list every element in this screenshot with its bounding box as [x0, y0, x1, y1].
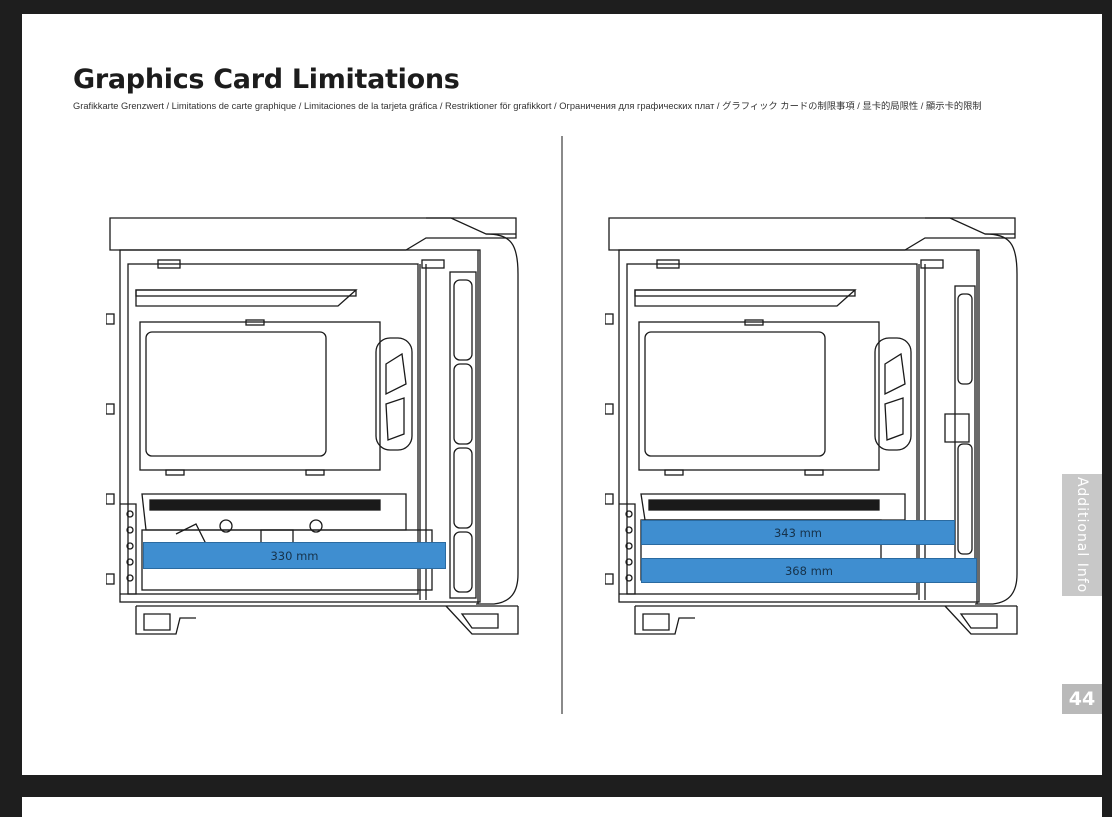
- center-divider: [561, 136, 563, 714]
- case-diagram-right: 343 mm 368 mm: [605, 214, 1019, 640]
- measurement-band-368: 368 mm: [641, 558, 977, 583]
- case-diagram-left: 330 mm: [106, 214, 520, 640]
- measurement-band-330: 330 mm: [143, 542, 446, 569]
- next-page-edge: [22, 797, 1102, 817]
- page-number: 44: [1062, 684, 1102, 714]
- side-tab-label: Additional Info: [1074, 476, 1090, 594]
- page-title: Graphics Card Limitations: [73, 64, 460, 95]
- section-side-tab: Additional Info: [1062, 474, 1102, 596]
- manual-page: Graphics Card Limitations Grafikkarte Gr…: [22, 14, 1102, 775]
- page-subtitle-translations: Grafikkarte Grenzwert / Limitations de c…: [73, 101, 982, 111]
- measurement-band-343: 343 mm: [641, 520, 955, 545]
